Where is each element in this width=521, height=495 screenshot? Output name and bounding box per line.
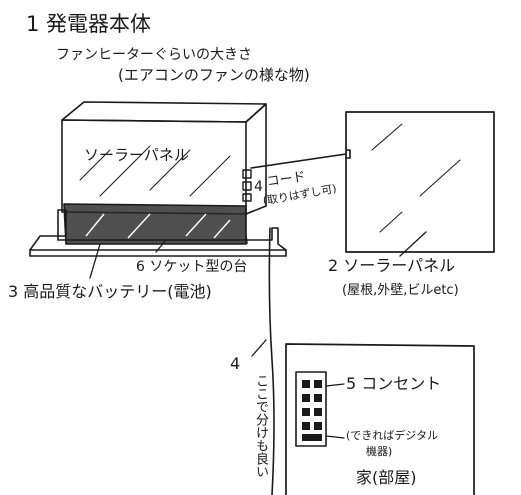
outlet-label: 5 コンセント (346, 374, 442, 393)
title-main: 1 発電器本体 (26, 12, 152, 36)
vertical-split-note: ここで分けも良い (253, 374, 268, 478)
unit-solar-panel-label: ソーラーパネル (84, 146, 189, 164)
battery-label: 3 高品質なバッテリー(電池) (8, 282, 212, 301)
battery-and-base-drawing (29, 203, 287, 257)
roof-panel-label: 2 ソーラーパネル (328, 256, 456, 275)
generator-unit-drawing (61, 101, 267, 215)
house-room-label: 家(部屋) (356, 468, 417, 487)
digital-device-note-2: 機器) (366, 445, 393, 458)
digital-device-note-1: (できればデジタル (346, 429, 439, 442)
roof-solar-panel-drawing (250, 111, 495, 257)
roof-panel-locations: (屋根,外壁,ビルetc) (342, 283, 459, 298)
house-room-drawing (285, 343, 475, 495)
cord-to-house-drawing (251, 227, 275, 495)
battery-leader (89, 243, 101, 279)
title-fan-note: (エアコンのファンの様な物) (118, 66, 310, 84)
socket-base-label: 6 ソケット型の台 (136, 259, 248, 275)
socket-leader (155, 239, 167, 253)
house-cord-number: 4 (230, 354, 241, 373)
title-size-note: ファンヒーターぐらいの大きさ (56, 47, 252, 63)
cord-number-label: 4 (254, 179, 263, 195)
